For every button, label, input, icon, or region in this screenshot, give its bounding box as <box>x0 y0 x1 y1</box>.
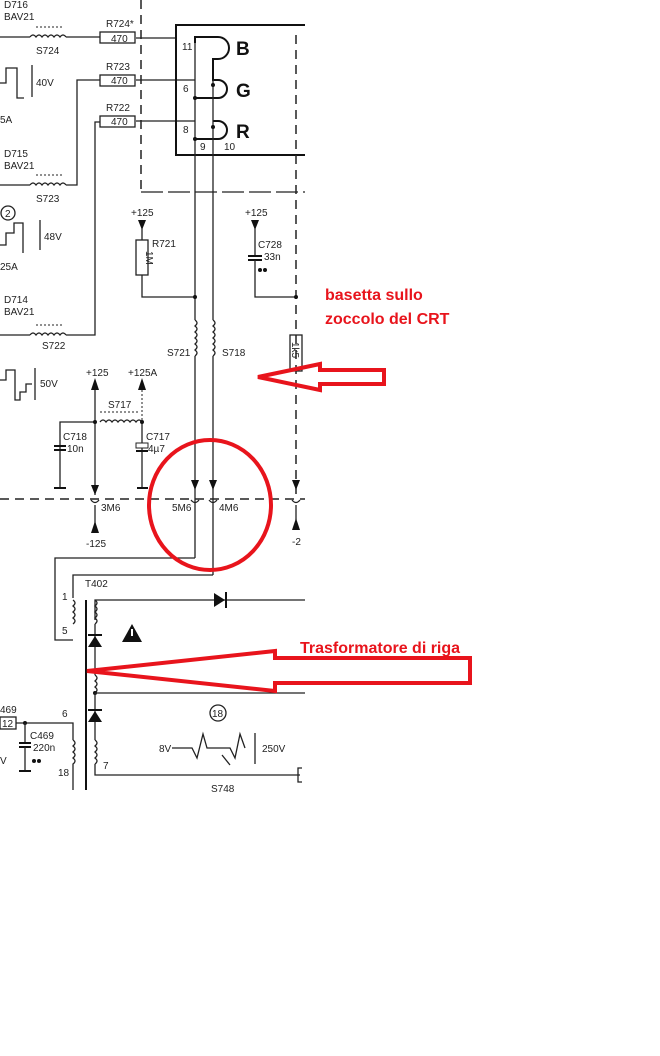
t402-pin1: 1 <box>62 592 68 603</box>
supply-neg125: -125 <box>86 539 106 550</box>
gun-b-label: B <box>236 39 250 60</box>
circled-2: 2 <box>5 209 11 220</box>
v40-label: 40V <box>36 78 54 89</box>
c728-supply: +125 <box>245 208 268 219</box>
t402-pin18: 18 <box>58 768 70 779</box>
gun-g-label: G <box>236 81 251 102</box>
c728-value: 33n <box>264 252 281 263</box>
r722-label: R722 <box>106 103 130 114</box>
s717-label: S717 <box>108 400 132 411</box>
c469-label: C469 <box>30 731 54 742</box>
r721-value: 1M <box>143 251 154 265</box>
arrow-flyback <box>86 648 472 694</box>
a5-label: 5A <box>0 115 13 126</box>
wiring-top <box>0 0 305 575</box>
flyback-transformer <box>0 557 305 790</box>
c728-label: C728 <box>258 240 282 251</box>
r-1k5-value: 1k5 <box>289 342 300 359</box>
component-labels: D716 BAV21 R724* 470 S724 40V 5A R723 47… <box>0 0 301 795</box>
c717-value: 4µ7 <box>148 444 165 455</box>
d715-label: D715 <box>4 149 28 160</box>
d714-label: D714 <box>4 295 28 306</box>
highlight-circle <box>147 438 273 572</box>
supply-125: +125 <box>86 368 109 379</box>
r723-value: 470 <box>111 76 128 87</box>
connector-4m6: 4M6 <box>219 503 239 514</box>
flyback-label: Trasformatore di riga <box>300 640 460 657</box>
r722-value: 470 <box>111 117 128 128</box>
v8-label: 8V <box>159 744 172 755</box>
v250-label: 250V <box>262 744 286 755</box>
r723-label: R723 <box>106 62 130 73</box>
connector-3m6: 3M6 <box>101 503 121 514</box>
r721-supply: +125 <box>131 208 154 219</box>
t402-pin7: 7 <box>103 761 109 772</box>
d715-type: BAV21 <box>4 161 35 172</box>
pin-11: 11 <box>182 42 193 53</box>
t402-label: T402 <box>85 579 108 590</box>
pin-9: 9 <box>200 142 206 153</box>
wiring-middle <box>0 378 305 533</box>
t402-pin6: 6 <box>62 709 68 720</box>
s721-label: S721 <box>167 348 191 359</box>
left-v-label: V <box>0 756 7 767</box>
s723-label: S723 <box>36 194 60 205</box>
s748-label: S748 <box>211 784 235 795</box>
supply-neg2: -2 <box>292 537 301 548</box>
d716-label: D716 <box>4 0 28 11</box>
s718-label: S718 <box>222 348 246 359</box>
r721-label: R721 <box>152 239 176 250</box>
c717-label: C717 <box>146 432 170 443</box>
s724-label: S724 <box>36 46 60 57</box>
supply-125a: +125A <box>128 368 158 379</box>
r724-label: R724* <box>106 19 134 30</box>
gun-r-label: R <box>236 122 250 143</box>
pin-10: 10 <box>224 142 236 153</box>
circled-18: 18 <box>212 709 224 720</box>
r469-label: 469 <box>0 705 17 716</box>
annotations: basetta sullo zoccolo del CRT Trasformat… <box>86 287 472 694</box>
v50-label: 50V <box>40 379 58 390</box>
connector-5m6: 5M6 <box>172 503 192 514</box>
a25-label: 25A <box>0 262 18 273</box>
c469-value: 220n <box>33 743 55 754</box>
t402-pin5: 5 <box>62 626 68 637</box>
pin-8: 8 <box>183 125 189 136</box>
arrow-crt-board <box>257 361 386 393</box>
v48-label: 48V <box>44 232 62 243</box>
c718-label: C718 <box>63 432 87 443</box>
r724-value: 470 <box>111 34 128 45</box>
c718-value: 10n <box>67 444 84 455</box>
crt-board-label-line1: basetta sullo <box>325 287 423 304</box>
d716-type: BAV21 <box>4 12 35 23</box>
d714-type: BAV21 <box>4 307 35 318</box>
s722-label: S722 <box>42 341 66 352</box>
crt-board-label-line2: zoccolo del CRT <box>325 311 450 328</box>
pin-6: 6 <box>183 84 189 95</box>
r469-value: 12 <box>2 719 14 730</box>
